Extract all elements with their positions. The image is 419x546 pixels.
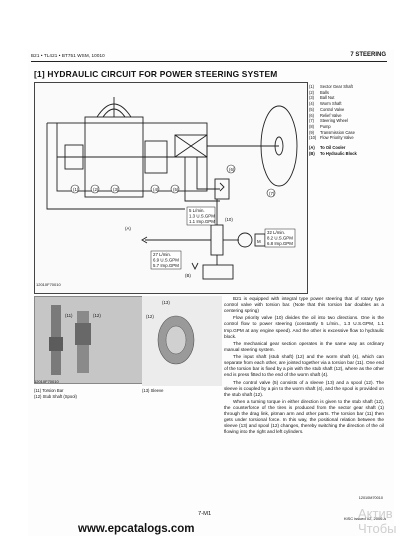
legend-item: (9)Transmission Case [309,129,355,135]
header-left: B21 • TL421 • BT751 WSM, 10010 [31,53,105,58]
flow3-imp: 5.7 Imp.GPM [153,263,179,268]
flow-priority-valve [210,224,224,256]
flow2-us: 8.2 U.S.GPM [267,236,293,241]
diagram-code: 12010F70010 [36,282,61,287]
photo-callout-12b: (12) [146,314,154,319]
legend-item: (2)Balls [309,89,329,95]
page-number: 7-M1 [198,511,212,517]
callout-10: (10) [225,217,233,222]
photo-drawing: (11) (12) [35,297,143,383]
legend-extra: (B)To Hydraulic Block [309,150,357,156]
motor-label: M [257,239,261,244]
flow3-us: 6.9 U.S.GPM [153,258,179,263]
callout-3: (3) [113,187,119,192]
paragraph: The mechanical gear section operates in … [224,340,384,352]
paragraph: B21 is equipped with integral type power… [224,296,384,314]
legend-item: (10)Flow Priority Valve [309,135,354,141]
legend-item: (5)Control Valve [309,106,345,112]
photo-callout-13: (13) [162,300,170,305]
steering-wheel [260,105,298,187]
line-pressure [196,157,220,190]
section-title: [1] HYDRAULIC CIRCUIT FOR POWER STEERING… [34,69,278,79]
body-code: 12010M70010 [358,496,383,500]
flow2-imp: 6.8 Imp.GPM [267,241,293,246]
circuit-drawing: (1) (2) (3) (4) (5) (6) (7) (10) (A) (B)… [46,97,298,280]
flow2-l: 32 L/min. [267,230,285,235]
caption-row: (12) Stub Shaft (Spool) [34,393,77,399]
valve-cross-2 [174,134,208,158]
steering-hub [274,136,284,156]
callout-2: (2) [93,187,99,192]
photo-code: 12010F70010 [34,379,59,384]
callout-6: (6) [229,167,235,172]
relief-valve-arrow [219,182,225,192]
legend-item: (1)Sector Gear Shaft [309,84,353,89]
flow1-imp: 1.1 Imp.GPM [189,219,215,224]
footer-issue: KiSC issued 02, 2006 A [343,516,386,521]
photo-captions: (11) Torsion Bar (13) Sleeve (12) Stub S… [34,388,163,399]
control-valve-body [144,140,168,174]
header-right: 7 STEERING [350,52,386,58]
hydraulic-circuit-diagram: (1) (2) (3) (4) (5) (6) (7) (10) (A) (B)… [34,82,308,294]
legend-item: (8)Pump [309,123,331,129]
legend-item: (4)Worm Shaft [309,101,342,107]
watermark-url: www.epcatalogs.com [78,523,195,535]
legend-item: (6)Relief Valve [309,112,342,118]
legend-extra: (A)To Oil Cooler [309,145,346,151]
header-rule [31,61,387,62]
torsion-bar-photo: (11) (12) [34,296,144,384]
sleeve-photo: (12) (13) [142,296,222,386]
pump [237,232,253,248]
flow3-l: 27 L/min. [153,252,171,257]
arrow-a [141,236,148,244]
legend-item: (7)Steering Wheel [309,118,348,124]
legend-item: (3)Ball Nut [309,95,335,101]
line-return [184,157,220,202]
paragraph: The control valve (5) consists of a slee… [224,379,384,397]
line-cylinder-left [46,123,185,210]
callout-5: (5) [173,187,179,192]
relief-valve [214,178,230,200]
photo-callout-11: (11) [65,313,73,318]
callout-1: (1) [73,187,79,192]
paragraph: When a turning torque in either directio… [224,399,384,435]
description-text: B21 is equipped with integral type power… [224,296,384,437]
piston-left [64,144,84,170]
callout-a: (A) [125,226,131,231]
photo-callout-12: (12) [93,313,101,318]
callout-b: (B) [185,273,191,278]
caption-row: (11) Torsion Bar (13) Sleeve [34,388,164,393]
callout-7: (7) [269,191,275,196]
arrow-b [191,262,199,271]
flow1-l: 5 L/min. [189,208,205,213]
paragraph: Flow priority valve (10) divides the oil… [224,315,384,339]
transmission-case [202,264,234,280]
flow1-us: 1.3 U.S.GPM [189,214,215,219]
callout-4: (4) [153,187,159,192]
sleeve-drawing: (12) (13) [142,296,222,386]
paragraph: The input shaft (stub shaft) (12) and th… [224,354,384,378]
legend: (1)Sector Gear Shaft (2)Balls (3)Ball Nu… [309,84,357,156]
activation-overlay: Актив Чтобы [358,506,397,536]
